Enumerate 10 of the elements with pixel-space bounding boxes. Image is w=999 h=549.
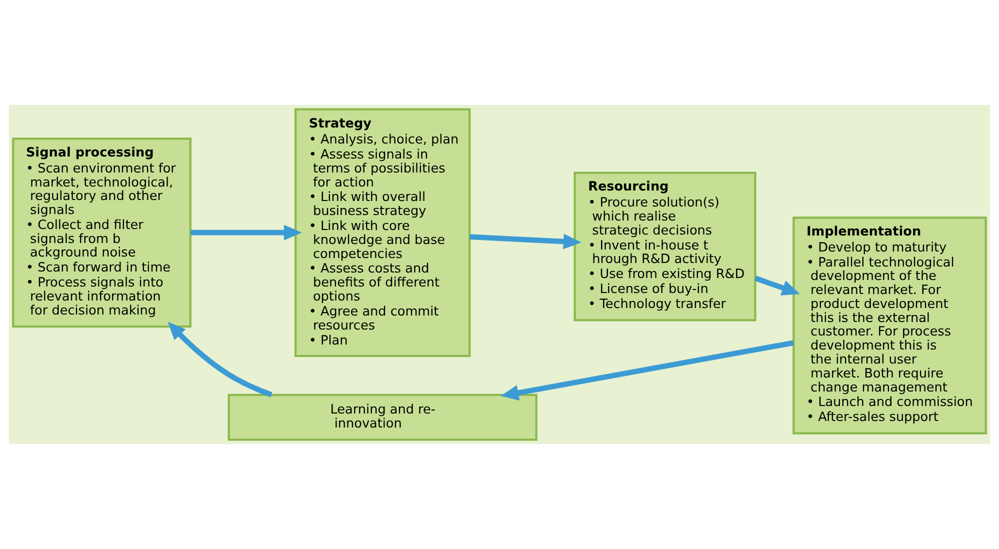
node-box: Implementation • Develop to maturity • Parallel technological development of the relevant market. For product development this is the external customer. For process development this is the internal user market. Both require change management • Launch and commission • After-sales support [792,216,987,434]
node-box: Strategy • Analysis, choice, plan • Assess signals in terms of possibilities for action • Link with overall business strategy • Link with core knowledge and base competencies • Assess costs and benefits of different options • Agree and commit resources • Plan [294,108,471,357]
node-box: Resourcing • Procure solution(s) which realise strategic decisions • Invent in-house t hrough R&D activity • Use from existing R&D • License of buy-in • Technology transfer [574,172,756,322]
arrow [470,234,582,250]
arrow [190,224,302,240]
node-box: Signal processing • Scan environment for market, technological, regulatory and other signals • Collect and filter signals from b ackground noise • Scan forward in time • Process signals into relevant information for decision making [12,138,192,328]
arrow [754,276,800,296]
arrow [500,340,794,401]
node-box: Learning and re-innovation [228,394,538,441]
arrow [168,322,272,398]
